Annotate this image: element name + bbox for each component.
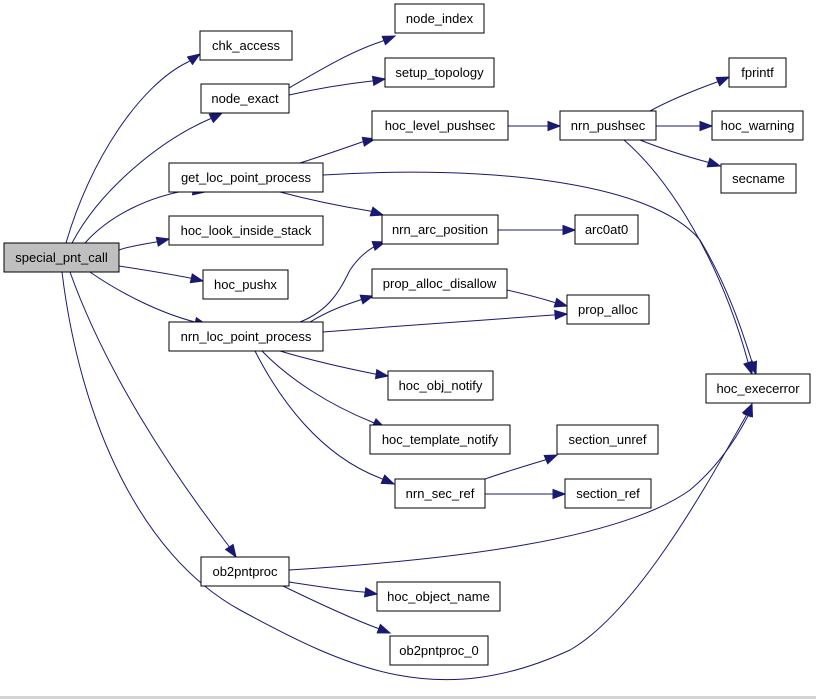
node-ob2pntproc[interactable]: ob2pntproc — [200, 556, 290, 587]
edge-prop_alloc_disallow-to-prop_alloc — [506, 289, 569, 308]
edge-node_exact-to-setup_topology — [288, 75, 387, 96]
node-nrn-loc-point-process[interactable]: nrn_loc_point_process — [168, 321, 324, 352]
edge-hoc_level_pushsec-to-nrn_pushsec — [508, 120, 562, 132]
edge-nrn_pushsec-to-fprintf — [649, 76, 731, 112]
node-label: secname — [732, 171, 785, 186]
node-fprintf[interactable]: fprintf — [728, 57, 787, 88]
node-get-loc-point-process[interactable]: get_loc_point_process — [168, 162, 324, 193]
node-section-ref[interactable]: section_ref — [564, 478, 652, 509]
node-hoc-warning[interactable]: hoc_warning — [711, 110, 804, 141]
node-label: nrn_sec_ref — [406, 486, 475, 501]
edge-nrn_sec_ref-to-section_unref — [484, 454, 559, 480]
node-label: node_exact — [211, 91, 279, 106]
node-label: section_ref — [576, 486, 640, 501]
edge-get_loc_point_process-to-nrn_arc_position — [279, 191, 385, 217]
node-nrn-arc-position[interactable]: nrn_arc_position — [381, 214, 499, 245]
node-hoc-execerror[interactable]: hoc_execerror — [705, 373, 811, 404]
node-node-index[interactable]: node_index — [394, 3, 485, 34]
edge-nrn_loc_point_process-to-hoc_obj_notify — [279, 350, 390, 380]
node-label: special_pnt_call — [15, 250, 108, 265]
node-hoc-level-pushsec[interactable]: hoc_level_pushsec — [371, 110, 509, 141]
edge-get_loc_point_process-to-hoc_level_pushsec — [299, 136, 377, 164]
node-setup-topology[interactable]: setup_topology — [384, 57, 495, 88]
node-label: nrn_loc_point_process — [181, 329, 312, 344]
node-label: prop_alloc_disallow — [383, 276, 497, 291]
call-nodes: special_pnt_call chk_access node_exact node… — [3, 3, 811, 666]
node-chk-access[interactable]: chk_access — [199, 30, 293, 61]
edge-special_pnt_call-to-hoc_execerror — [61, 271, 753, 681]
node-label: hoc_object_name — [387, 589, 490, 604]
edge-nrn_pushsec-to-hoc_execerror — [623, 139, 754, 376]
edge-ob2pntproc-to-ob2pntproc_0 — [282, 585, 392, 634]
bottom-rule — [0, 696, 816, 699]
edge-special_pnt_call-to-chk_access — [65, 53, 202, 244]
node-label: hoc_look_inside_stack — [181, 223, 312, 238]
node-label: ob2pntproc — [212, 564, 278, 579]
edge-nrn_arc_position-to-arc0at0 — [498, 224, 577, 236]
edge-special_pnt_call-to-hoc_look_inside_stack — [118, 236, 171, 251]
node-hoc-template-notify[interactable]: hoc_template_notify — [369, 424, 511, 455]
node-special-pnt-call[interactable]: special_pnt_call — [3, 242, 120, 273]
node-prop-alloc-disallow[interactable]: prop_alloc_disallow — [371, 268, 508, 299]
node-label: hoc_level_pushsec — [385, 118, 496, 133]
node-node-exact[interactable]: node_exact — [200, 83, 290, 114]
node-label: setup_topology — [395, 65, 484, 80]
call-edges — [61, 35, 758, 681]
node-label: hoc_template_notify — [382, 432, 499, 447]
edge-special_pnt_call-to-hoc_pushx — [118, 265, 205, 284]
node-prop-alloc[interactable]: prop_alloc — [566, 294, 650, 325]
edge-nrn_loc_point_process-to-nrn_sec_ref — [254, 350, 396, 485]
edge-node_exact-to-node_index — [288, 35, 397, 89]
node-label: arc0at0 — [585, 222, 628, 237]
edge-special_pnt_call-to-ob2pntproc — [69, 271, 237, 559]
node-label: nrn_arc_position — [392, 222, 488, 237]
node-hoc-obj-notify[interactable]: hoc_obj_notify — [387, 370, 494, 401]
node-label: ob2pntproc_0 — [399, 643, 479, 658]
node-section-unref[interactable]: section_unref — [556, 424, 659, 455]
node-hoc-pushx[interactable]: hoc_pushx — [202, 269, 289, 300]
node-label: nrn_pushsec — [571, 118, 646, 133]
edge-nrn_loc_point_process-to-prop_alloc_disallow — [309, 294, 375, 323]
node-arc0at0[interactable]: arc0at0 — [574, 214, 639, 245]
node-label: hoc_warning — [721, 118, 795, 133]
node-label: chk_access — [212, 38, 280, 53]
node-label: hoc_pushx — [214, 277, 277, 292]
node-hoc-object-name[interactable]: hoc_object_name — [376, 581, 501, 612]
edge-special_pnt_call-to-nrn_loc_point_process — [89, 271, 209, 328]
node-label: prop_alloc — [578, 302, 638, 317]
node-nrn-sec-ref[interactable]: nrn_sec_ref — [394, 478, 486, 509]
edge-ob2pntproc-to-hoc_object_name — [288, 581, 379, 598]
node-ob2pntproc-0[interactable]: ob2pntproc_0 — [389, 635, 489, 666]
edge-special_pnt_call-to-node_exact — [71, 112, 224, 244]
node-label: section_unref — [568, 432, 646, 447]
node-label: get_loc_point_process — [181, 170, 312, 185]
node-label: hoc_execerror — [716, 381, 800, 396]
edge-nrn_sec_ref-to-section_ref — [485, 488, 567, 500]
edge-ob2pntproc-to-hoc_execerror — [288, 402, 754, 571]
node-label: node_index — [406, 11, 474, 26]
node-hoc-look-inside-stack[interactable]: hoc_look_inside_stack — [168, 215, 324, 246]
node-nrn-pushsec[interactable]: nrn_pushsec — [559, 110, 657, 141]
node-secname[interactable]: secname — [720, 163, 797, 194]
node-label: hoc_obj_notify — [399, 378, 483, 393]
node-label: fprintf — [741, 65, 774, 80]
edge-nrn_loc_point_process-to-prop_alloc — [322, 309, 569, 333]
edge-nrn_pushsec-to-hoc_warning — [656, 120, 714, 132]
edge-nrn_pushsec-to-secname — [639, 139, 722, 168]
